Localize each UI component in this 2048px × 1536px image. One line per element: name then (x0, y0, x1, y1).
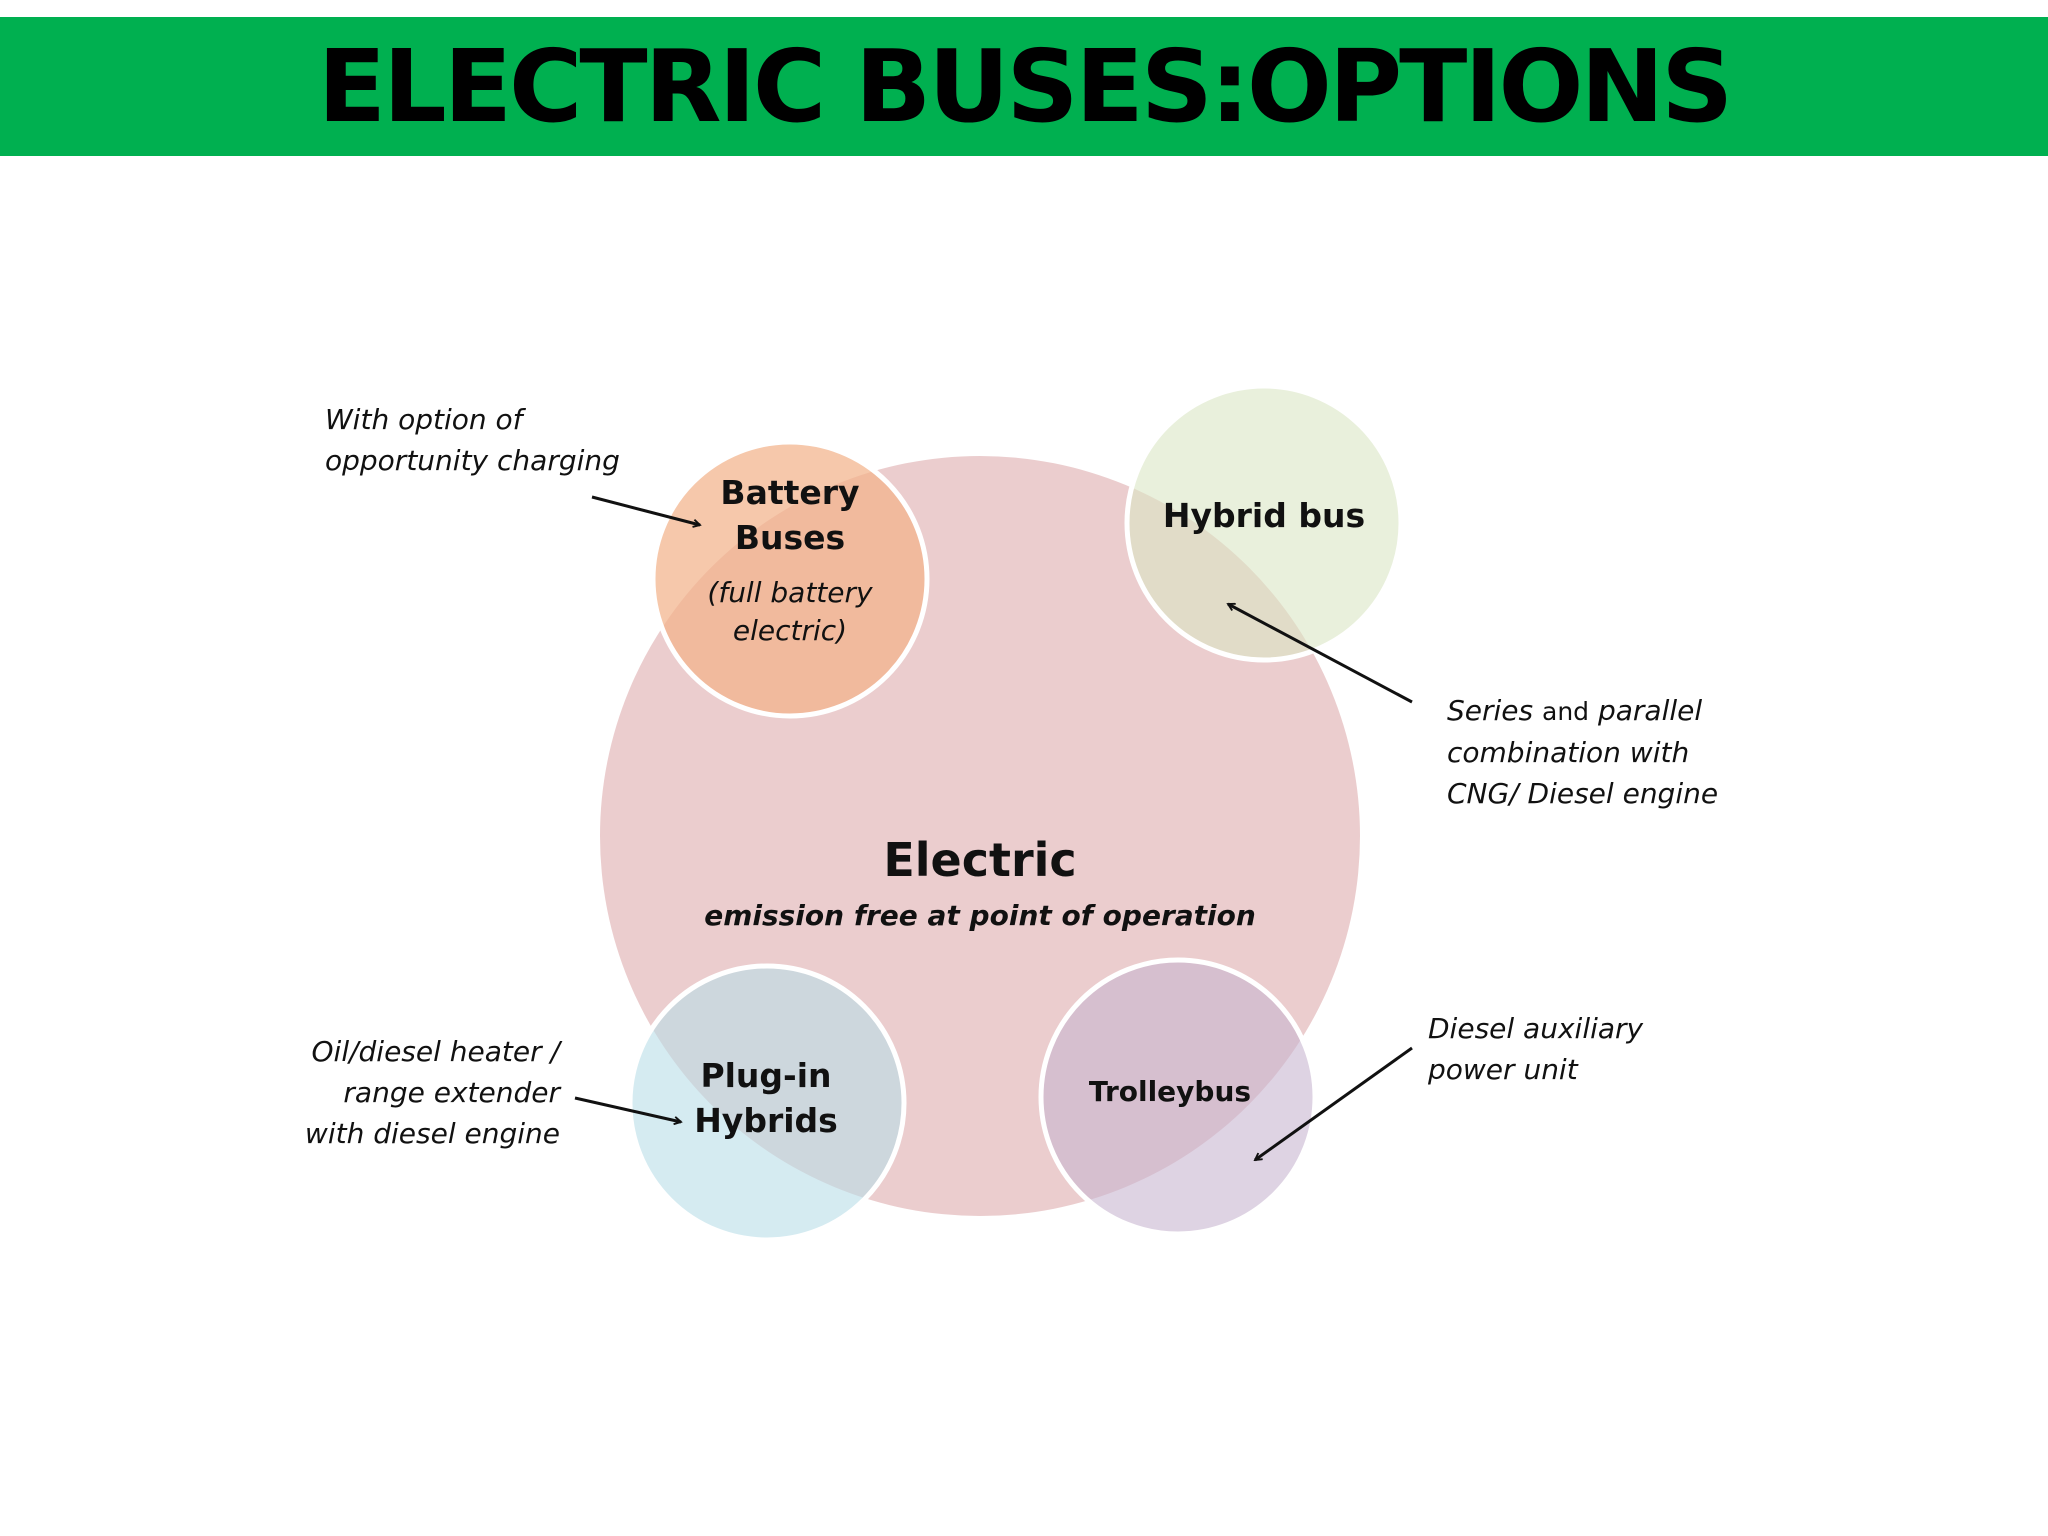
hybrid-annotation-and: and (1542, 697, 1590, 726)
plugin-annotation: Oil/diesel heater / range extender with … (260, 1031, 560, 1154)
battery-annotation: With option of opportunity charging (325, 399, 620, 481)
hybrid-arrow (1228, 602, 1413, 704)
battery-label-line1: Battery (720, 473, 860, 512)
battery-annotation-line2: opportunity charging (325, 444, 620, 477)
plugin-label-line2: Hybrids (694, 1101, 838, 1140)
battery-note-line2: electric) (732, 614, 848, 647)
battery-arrow (591, 495, 700, 525)
hybrid-node-label: Hybrid bus (1162, 496, 1366, 535)
plugin-annotation-line2: range extender (343, 1076, 560, 1109)
hybrid-annotation: Series and parallel combination with CNG… (1447, 690, 1718, 814)
plugin-annotation-line1: Oil/diesel heater / (311, 1035, 561, 1068)
trolley-annotation-line1: Diesel auxiliary (1428, 1012, 1644, 1045)
trolley-arrow (1255, 1046, 1413, 1162)
center-sublabel: emission free at point of operation (704, 899, 1256, 932)
center-label: Electric (883, 833, 1077, 887)
battery-annotation-line1: With option of (325, 403, 523, 436)
title-bar: ELECTRIC BUSES:OPTIONS (0, 17, 2048, 156)
trolley-annotation: Diesel auxiliary power unit (1428, 1008, 1643, 1090)
hybrid-circle (1124, 383, 1404, 663)
trolley-annotation-line2: power unit (1428, 1053, 1578, 1086)
slide-title: ELECTRIC BUSES:OPTIONS (317, 28, 1734, 145)
hybrid-annotation-line1: Series and parallel (1447, 690, 1718, 732)
plugin-circle (627, 963, 907, 1243)
hybrid-annotation-line2: combination with (1447, 736, 1690, 769)
battery-node-label: Battery Buses (680, 470, 900, 560)
hybrid-annotation-series: Series (1447, 694, 1534, 727)
plugin-node-label: Plug-in Hybrids (656, 1053, 876, 1143)
trolley-node-label: Trolleybus (1088, 1075, 1252, 1108)
battery-label-line2: Buses (734, 518, 846, 557)
plugin-arrow (574, 1096, 681, 1122)
trolley-circle (1038, 957, 1318, 1237)
battery-note-line1: (full battery (707, 576, 873, 609)
plugin-label-line1: Plug-in (700, 1056, 832, 1095)
hybrid-annotation-parallel: parallel (1597, 694, 1703, 727)
battery-circle (650, 439, 930, 719)
hybrid-annotation-line3: CNG/ Diesel engine (1447, 777, 1719, 810)
plugin-annotation-line3: with diesel engine (304, 1117, 560, 1150)
battery-node-note: (full battery electric) (680, 574, 900, 650)
